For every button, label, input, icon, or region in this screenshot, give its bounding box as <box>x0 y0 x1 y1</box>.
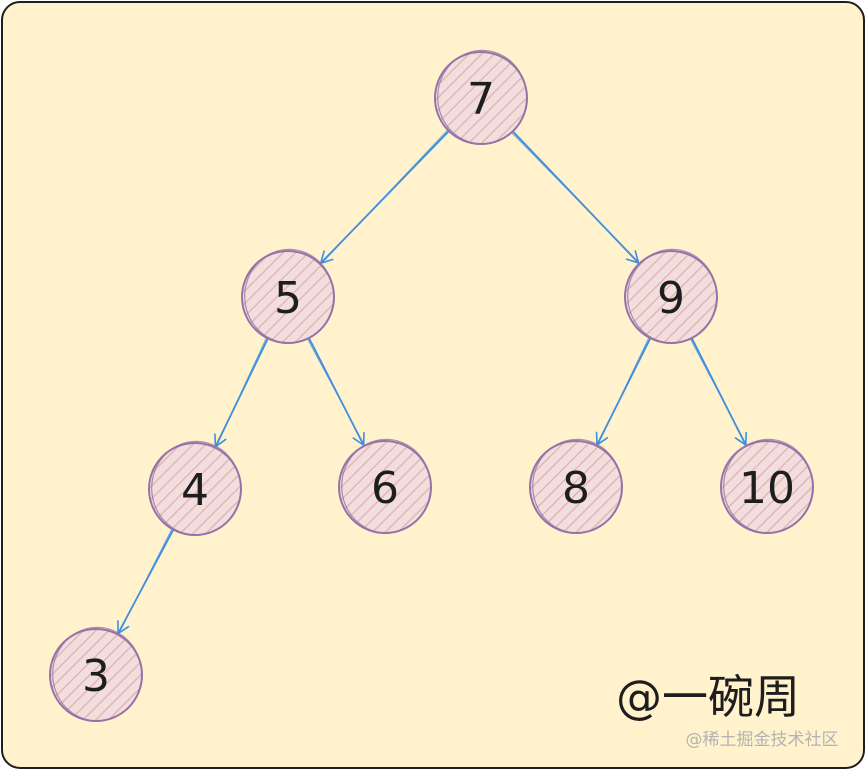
author-watermark: @一碗周 <box>616 670 800 724</box>
edges-layer <box>117 129 747 635</box>
node-label: 6 <box>371 463 399 514</box>
edge-sketch-n7-n9 <box>511 131 639 263</box>
node-sketch-outline <box>723 438 814 534</box>
node-label: 9 <box>657 273 685 324</box>
tree-node-6: 6 <box>338 438 432 534</box>
node-sketch-outline <box>341 438 432 534</box>
nodes-layer: 7 5 9 4 6 8 10 3 <box>49 49 814 722</box>
node-sketch-outline <box>627 248 718 344</box>
site-watermark: @稀土掘金技术社区 <box>686 730 839 750</box>
edge-sketch-n7-n5 <box>321 129 449 264</box>
node-label: 7 <box>467 74 495 125</box>
node-sketch-outline <box>244 248 335 344</box>
node-label: 10 <box>739 463 795 514</box>
tree-node-4: 4 <box>148 440 242 536</box>
node-label: 5 <box>274 273 302 324</box>
node-sketch-outline <box>151 440 242 536</box>
tree-node-3: 3 <box>49 626 143 722</box>
node-sketch-outline <box>437 49 528 145</box>
edge-sketch-n4-n3 <box>118 528 173 634</box>
node-label: 8 <box>562 463 590 514</box>
tree-node-9: 9 <box>624 248 718 344</box>
edge-sketch-n9-n10 <box>689 338 747 445</box>
edge-sketch-n9-n8 <box>597 336 650 445</box>
node-label: 4 <box>181 465 209 516</box>
tree-node-5: 5 <box>241 248 335 344</box>
node-sketch-outline <box>52 626 143 722</box>
edge-sketch-n5-n6 <box>306 338 365 445</box>
tree-node-7: 7 <box>434 49 528 145</box>
node-label: 3 <box>82 651 110 702</box>
node-sketch-outline <box>532 438 623 534</box>
edge-sketch-n5-n4 <box>215 337 268 447</box>
tree-node-8: 8 <box>529 438 623 534</box>
tree-node-10: 10 <box>720 438 814 534</box>
